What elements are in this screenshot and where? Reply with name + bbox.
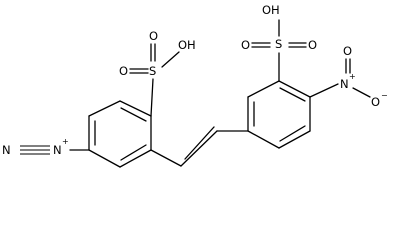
left-benzene-ring — [88, 100, 152, 168]
diazo-n-outer-label: N — [2, 143, 11, 157]
left-s-label: S — [149, 64, 156, 78]
nitro-o-charge-label: − — [381, 91, 388, 100]
right-oh-label: OH — [262, 3, 280, 17]
left-oh-label: OH — [178, 38, 196, 52]
nitro-group: N + O O − — [309, 44, 388, 109]
nitro-n-label: N — [340, 77, 349, 91]
right-benzene-ring — [247, 80, 311, 149]
nitro-n-charge-label: + — [349, 72, 356, 81]
chemical-structure: N N + S OH O O S OH O O N + O O — [2, 3, 388, 168]
right-o-a-label: O — [241, 38, 250, 52]
diazo-n-inner-label: N — [53, 143, 62, 157]
right-o-b-label: O — [308, 38, 317, 52]
right-s-label: S — [275, 37, 282, 51]
ethene-bridge — [150, 126, 249, 167]
left-o-a-label: O — [119, 64, 128, 78]
right-sulfonic-acid: S OH O O — [241, 3, 317, 82]
diazonium-group: N N + — [2, 137, 90, 157]
left-sulfonic-acid: S OH O O — [119, 29, 196, 117]
left-o-b-label: O — [149, 29, 158, 43]
structure-canvas: N N + S OH O O S OH O O N + O O — [2, 3, 388, 168]
nitro-o-single-label: O — [371, 95, 380, 109]
diazo-charge-label: + — [62, 137, 69, 146]
nitro-o-double-label: O — [343, 44, 352, 58]
